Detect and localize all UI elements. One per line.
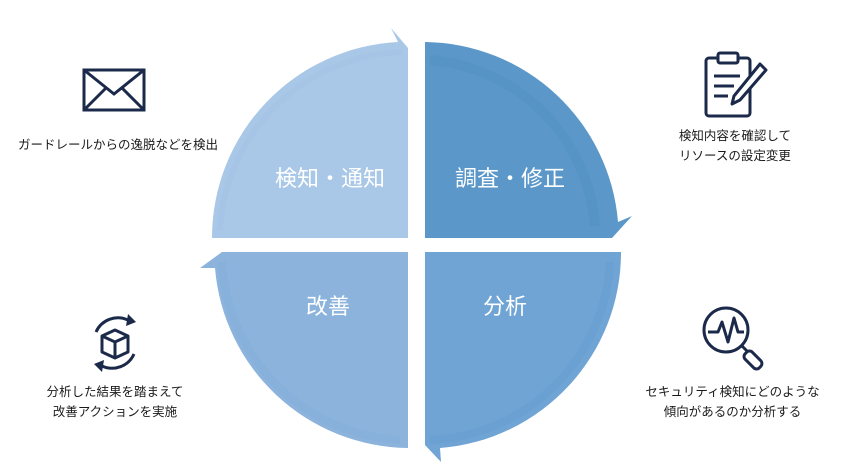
label-improve: 改善 bbox=[306, 295, 350, 320]
quadrant-detect-notify bbox=[211, 28, 408, 238]
desc-detect: ガードレールからの逸脱などを検出 bbox=[18, 135, 218, 155]
quadrant-investigate-fix bbox=[425, 42, 632, 238]
desc-improve-line-1: 分析した結果を踏まえて bbox=[46, 384, 184, 399]
desc-detect-line-1: ガードレールからの逸脱などを検出 bbox=[18, 137, 219, 152]
desc-analyze-line-2: 傾向があるのか分析する bbox=[663, 404, 802, 419]
desc-improve-line-2: 改善アクションを実施 bbox=[52, 404, 178, 419]
desc-investigate-line-2: リソースの設定変更 bbox=[679, 148, 791, 163]
quadrant-analyze bbox=[425, 252, 622, 462]
clipboard-pen-icon bbox=[704, 51, 768, 118]
label-detect-notify: 検知・通知 bbox=[275, 167, 385, 192]
label-analyze: 分析 bbox=[483, 295, 527, 320]
desc-investigate-line-1: 検知内容を確認して bbox=[678, 128, 792, 143]
quadrant-improve bbox=[200, 252, 408, 448]
desc-investigate: 検知内容を確認して リソースの設定変更 bbox=[640, 126, 830, 166]
desc-analyze: セキュリティ検知にどのような 傾向があるのか分析する bbox=[630, 382, 835, 422]
label-investigate-fix: 調査・修正 bbox=[455, 167, 565, 192]
desc-analyze-line-1: セキュリティ検知にどのような bbox=[645, 384, 820, 399]
box-cycle-icon bbox=[94, 314, 136, 372]
magnifier-pulse-icon bbox=[702, 306, 764, 371]
envelope-icon bbox=[82, 68, 146, 112]
desc-improve: 分析した結果を踏まえて 改善アクションを実施 bbox=[20, 382, 210, 422]
